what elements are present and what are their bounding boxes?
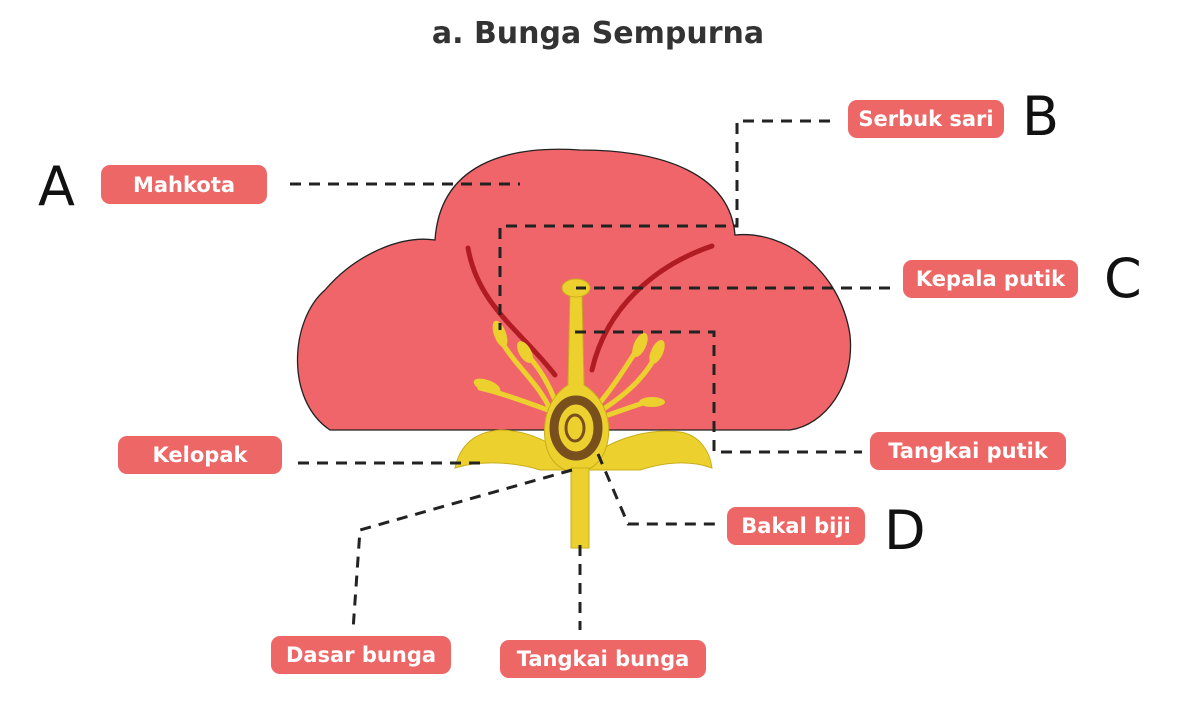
leader-tangkai-putik (575, 330, 862, 454)
leader-serbuk-sari (498, 119, 830, 330)
label-serbuk-sari: Serbuk sari (848, 100, 1004, 138)
letter-a: A (38, 155, 75, 218)
label-bakal-biji: Bakal biji (727, 507, 865, 545)
letter-c: C (1104, 247, 1142, 310)
letter-d: D (884, 499, 926, 562)
label-dasar-bunga: Dasar bunga (271, 636, 451, 674)
ovule (564, 413, 586, 443)
petal-vein-left (465, 245, 558, 378)
label-kelopak: Kelopak (118, 436, 282, 474)
leader-lines (290, 119, 890, 631)
anthers (473, 320, 665, 407)
letter-b: B (1022, 85, 1060, 148)
label-tangkai-bunga: Tangkai bunga (500, 640, 706, 678)
label-tangkai-putik: Tangkai putik (870, 432, 1066, 470)
flower-stalk (570, 467, 590, 549)
diagram-title: a. Bunga Sempurna (431, 16, 765, 51)
leader-dasar-bunga (351, 468, 573, 631)
label-mahkota: Mahkota (101, 165, 267, 204)
leader-bakal-biji (596, 453, 718, 526)
label-kepala-putik: Kepala putik (903, 260, 1078, 298)
ovary (549, 395, 603, 461)
